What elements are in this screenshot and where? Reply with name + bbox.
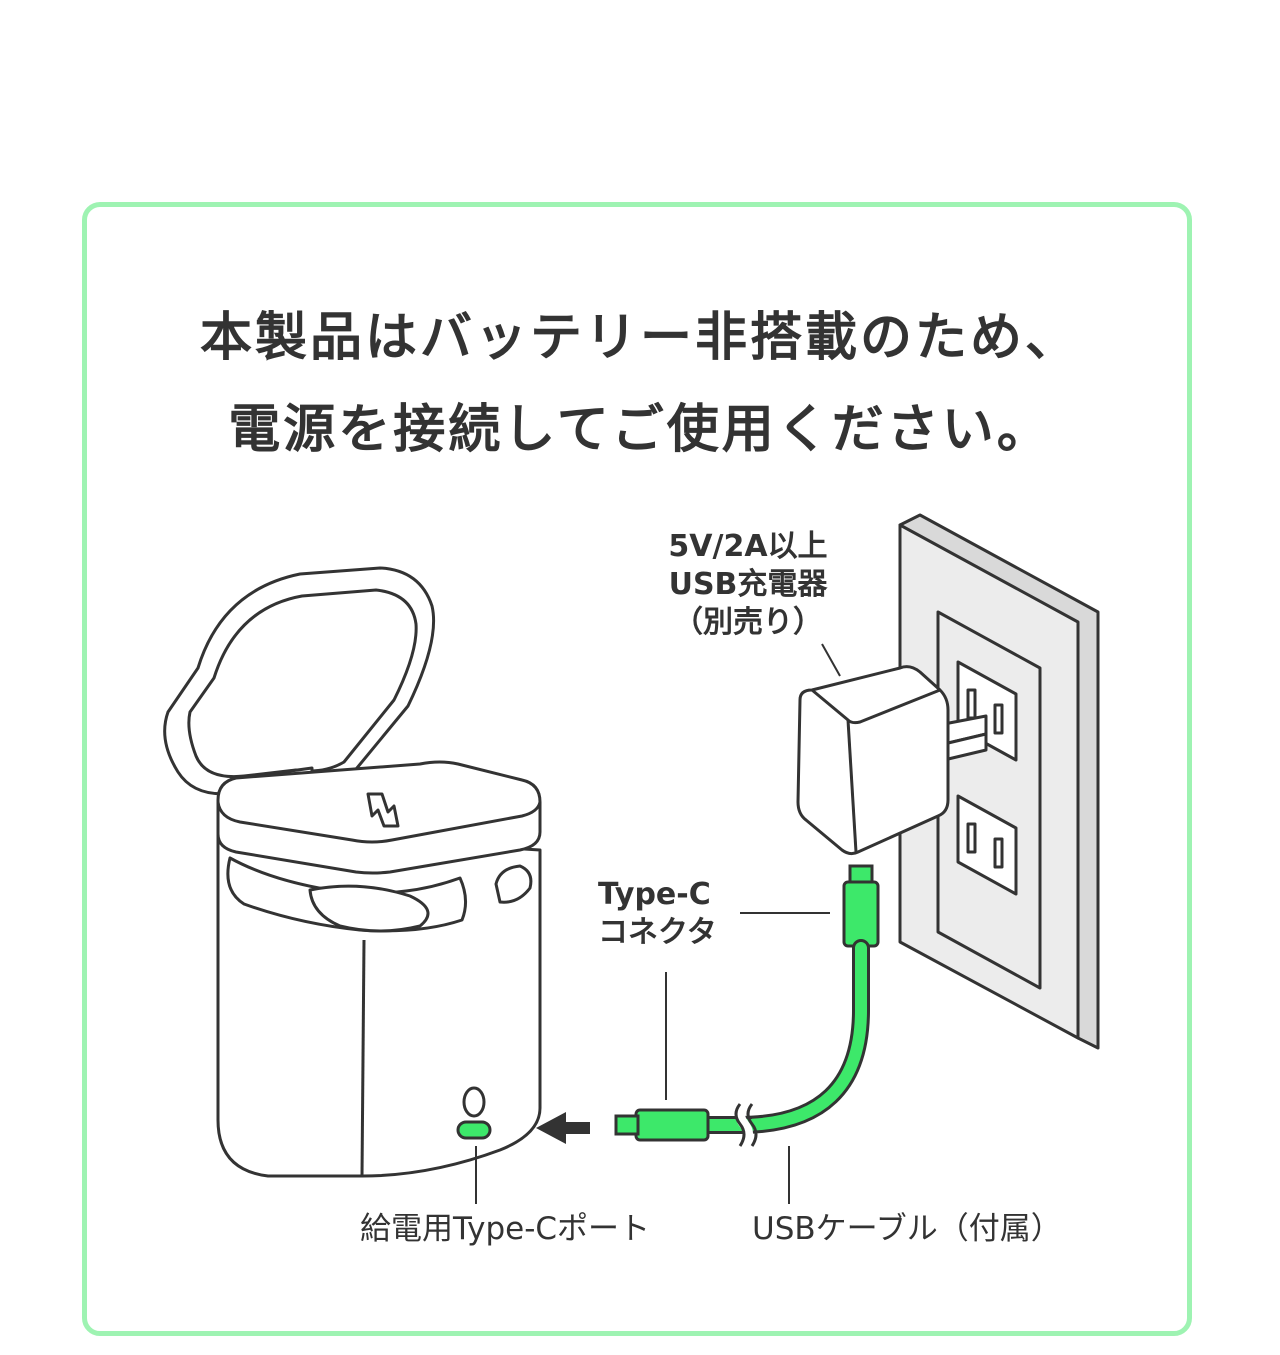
leader-lines — [475, 643, 841, 1204]
cable-label: USBケーブル（付属） — [752, 1211, 1062, 1247]
usb-cable — [614, 864, 880, 1149]
usb-charger — [796, 665, 988, 856]
arrow-left-icon — [536, 1112, 590, 1144]
port-label: 給電用Type-Cポート — [360, 1211, 651, 1247]
connector-label-line-2: コネクタ — [598, 915, 717, 950]
charger-label-line-3: （別売り） — [673, 605, 823, 640]
wall-outlet — [898, 513, 1100, 1050]
device — [163, 566, 542, 1178]
charger-label: 5V/2A以上 USB充電器 （別売り） — [628, 528, 868, 642]
lightning-icon — [366, 792, 400, 828]
connector-label-line-1: Type-C — [598, 877, 711, 912]
headline: 本製品はバッテリー非搭載のため、 電源を接続してご使用ください。 — [82, 292, 1198, 476]
headline-line-1: 本製品はバッテリー非搭載のため、 — [199, 308, 1080, 368]
charger-label-line-2: USB充電器 — [668, 567, 828, 602]
headline-line-2: 電源を接続してご使用ください。 — [228, 400, 1052, 460]
connector-label: Type-C コネクタ — [598, 876, 717, 952]
charger-label-line-1: 5V/2A以上 — [668, 529, 828, 564]
